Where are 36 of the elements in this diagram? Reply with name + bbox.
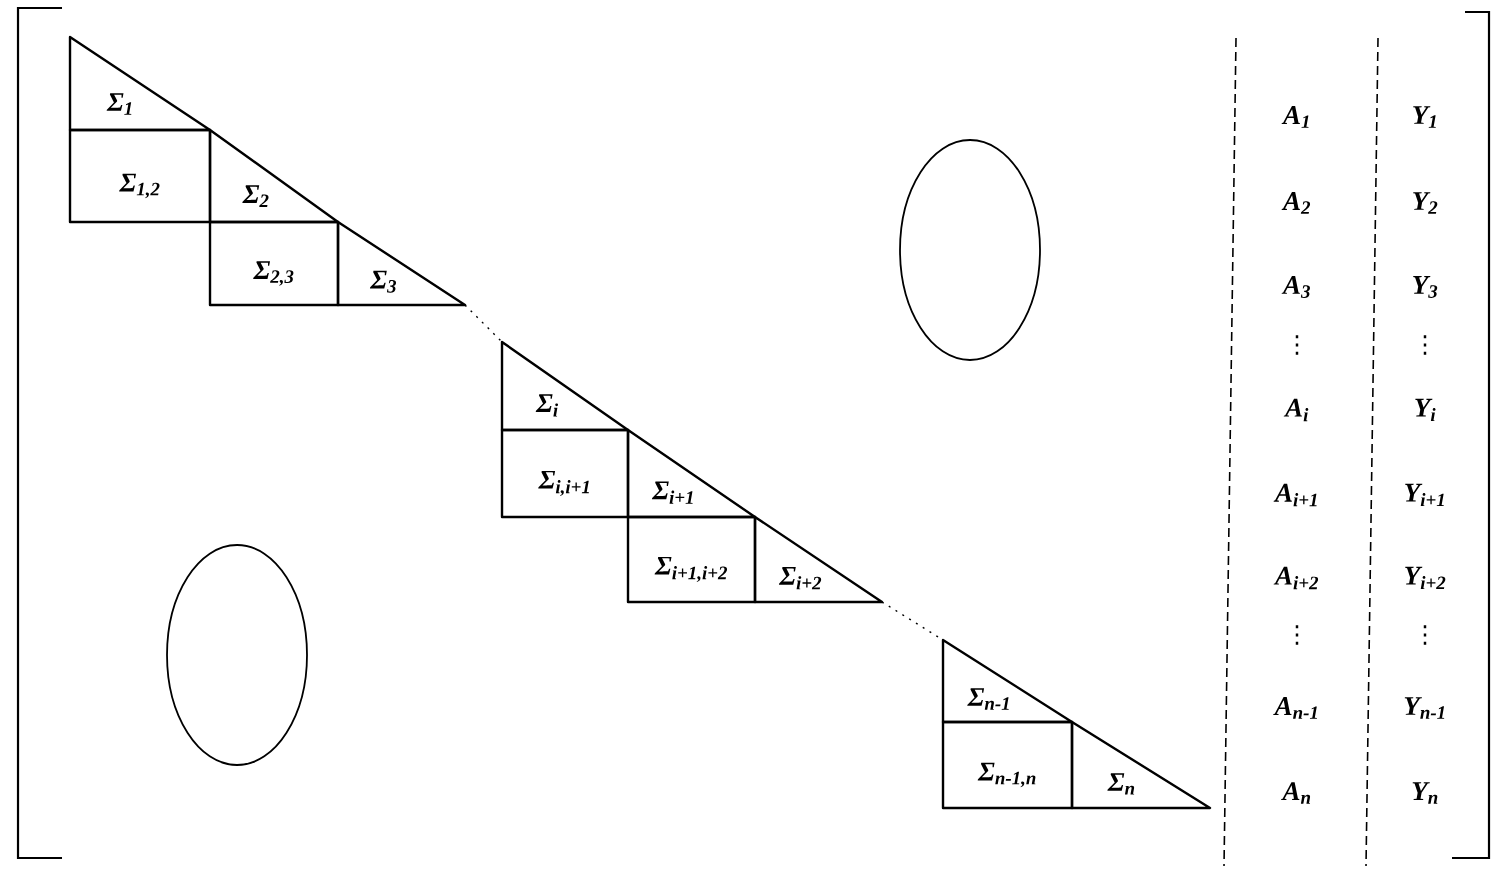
vector-entry: Y$_{2}$	[1413, 192, 1438, 214]
block-cell: Σ$_{1,2}$	[68, 128, 212, 224]
vector-entry: Y$_{i}$	[1415, 398, 1436, 422]
triangle-cell: Σ$_{3}$	[336, 220, 467, 307]
vector-entry: A$_{3}$	[1281, 276, 1310, 298]
block-cell: Σ$_{2,3}$	[208, 220, 340, 307]
ellipse	[166, 544, 308, 766]
vector-entry: Y$_{n-1}$	[1404, 697, 1445, 719]
vector-entry: A$_{2}$	[1281, 192, 1311, 214]
vector-entry: Y$_{n}$	[1412, 782, 1438, 804]
vector-entry: Y$_{i+2}$	[1405, 566, 1446, 590]
vector-entry: A$_{n}$	[1281, 782, 1311, 804]
triangle-cell: Σ$_{i}$	[500, 340, 630, 432]
triangle-cell: Σ$_{n-1}$	[941, 638, 1074, 724]
vector-entry: Y$_{i+1}$	[1405, 483, 1444, 507]
block-cell: Σ$_{i,i+1}$	[500, 428, 630, 519]
vector-entry: A$_{1}$	[1281, 106, 1309, 128]
dotted-line	[464, 304, 503, 343]
vector-entry: A$_{i+1}$	[1273, 483, 1317, 507]
triangle-cell: Σ$_{n}$	[1070, 720, 1212, 810]
block-cell: Σ$_{i+1,i+2}$	[626, 515, 757, 604]
ellipse	[899, 139, 1041, 361]
vector-entry: Y$_{1}$	[1413, 106, 1436, 128]
triangle-cell: Σ$_{1}$	[68, 35, 212, 132]
ellipsis-dots: ⋮	[1295, 625, 1299, 645]
ellipsis-dots: ⋮	[1423, 625, 1427, 645]
triangle-cell: Σ$_{i+1}$	[626, 428, 757, 519]
block-cell: Σ$_{n-1,n}$	[941, 720, 1074, 810]
ellipsis-dots: ⋮	[1295, 335, 1299, 355]
triangle-cell: Σ$_{i+2}$	[753, 515, 884, 604]
vector-entry: A$_{i+2}$	[1273, 566, 1319, 590]
vector-entry: Y$_{3}$	[1413, 276, 1438, 298]
triangle-cell: Σ$_{2}$	[208, 128, 340, 224]
vector-entry: A$_{i}$	[1283, 398, 1309, 422]
vector-entry: A$_{n-1}$	[1273, 697, 1317, 719]
ellipsis-dots: ⋮	[1423, 335, 1427, 355]
